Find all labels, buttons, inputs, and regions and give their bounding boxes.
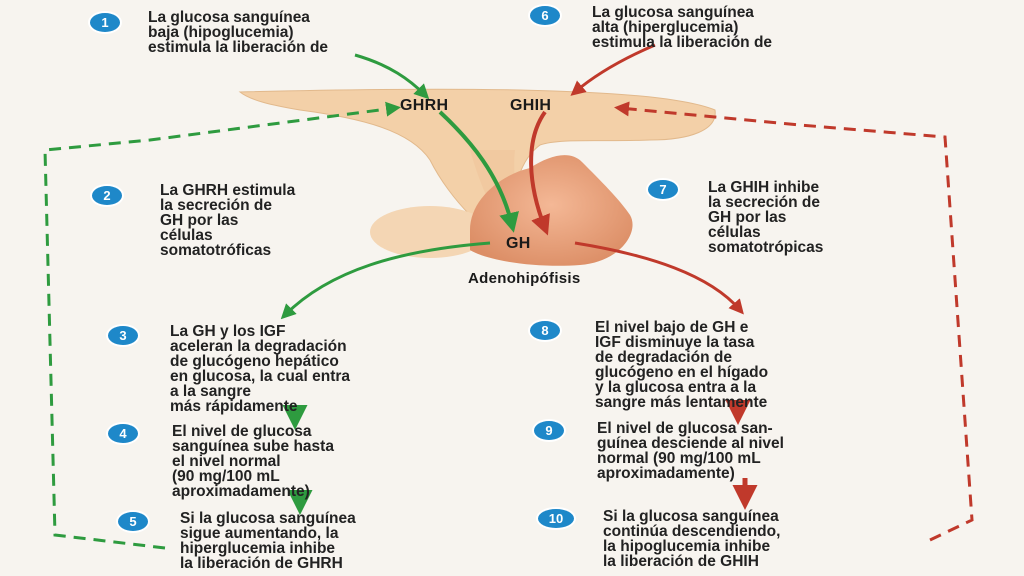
step-4-badge: 4 [108,424,138,443]
green-feedback-loop [43,101,401,550]
step-1-text: La glucosa sanguínea baja (hipoglucemia)… [148,9,329,56]
step-5-text: Si la glucosa sanguínea sigue aumentando… [180,510,356,572]
arrow-step1-to-ghrh [354,53,430,100]
step-6-text: La glucosa sanguínea alta (hiperglucemia… [592,4,773,51]
step-2-text: La GHRH estimula la secreción de GH por … [160,182,296,259]
ghih-label: GHIH [510,97,552,114]
step-3-text: La GH y los IGF aceleran la degradación … [170,323,351,415]
step-9-badge: 9 [534,421,564,440]
step-5-badge: 5 [118,512,148,531]
step-4-text: El nivel de glucosa sanguínea sube hasta… [172,423,334,500]
arrow-gh-to-step8 [574,241,744,315]
step-3-badge: 3 [108,326,138,345]
red-feedback-loop [614,101,974,542]
step-7-badge: 7 [648,180,678,199]
step-7-text: La GHIH inhibe la secreción de GH por la… [708,179,824,256]
step-10-badge: 10 [538,509,574,528]
arrow-ghih-to-gh [529,110,550,236]
step-9-text: El nivel de glucosa san- guínea desciend… [597,420,784,482]
adenohypophysis-shape [470,155,633,266]
step-10-text: Si la glucosa sanguínea continúa descend… [603,508,781,570]
step-2-badge: 2 [92,186,122,205]
arrow-gh-to-step3 [280,241,491,320]
arrow-step6-to-ghih [570,43,656,96]
adenohypophysis-label: Adenohipófisis [468,270,581,287]
step-6-badge: 6 [530,6,560,25]
gh-label: GH [506,235,531,252]
ghrh-label: GHRH [400,97,449,114]
arrow-ghrh-to-gh [438,110,519,233]
step-8-badge: 8 [530,321,560,340]
step-8-text: El nivel bajo de GH e IGF disminuye la t… [595,319,769,411]
step-1-badge: 1 [90,13,120,32]
